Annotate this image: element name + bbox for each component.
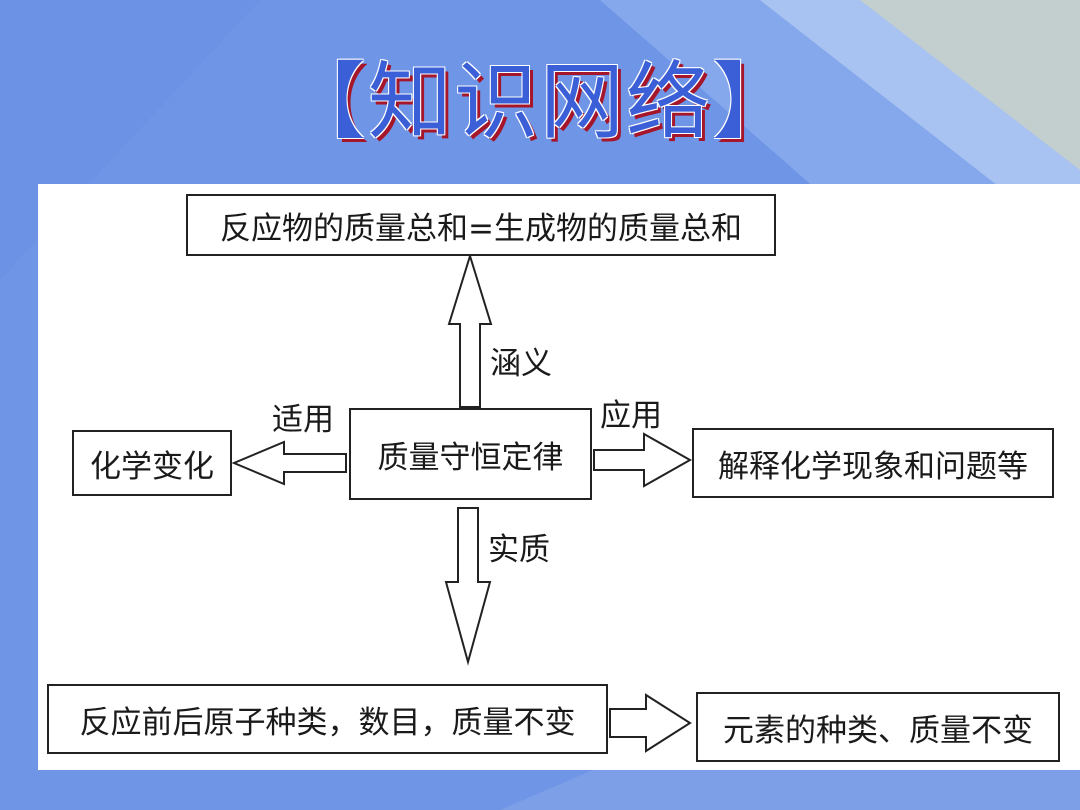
node-bottom-right-label: 元素的种类、质量不变 <box>723 712 1033 749</box>
node-bottom: 反应前后原子种类，数目，质量不变 <box>47 684 608 754</box>
arrow-layer <box>231 252 693 753</box>
node-left: 化学变化 <box>72 430 232 496</box>
edge-label-up: 涵义 <box>490 346 552 382</box>
concept-map-panel: 反应物的质量总和=生成物的质量总和 化学变化 质量守恒定律 解释化学现象和问题等… <box>38 184 1080 770</box>
edge-label-down: 实质 <box>488 532 550 568</box>
arrow-right <box>593 432 693 488</box>
node-center: 质量守恒定律 <box>349 408 592 500</box>
arrow-up <box>447 252 493 408</box>
node-top: 反应物的质量总和=生成物的质量总和 <box>186 194 776 256</box>
arrow-bottom-right <box>609 693 692 753</box>
edge-label-right: 应用 <box>600 398 662 434</box>
node-right-label: 解释化学现象和问题等 <box>718 448 1028 485</box>
arrow-left <box>231 440 347 486</box>
node-bottom-right: 元素的种类、质量不变 <box>696 692 1060 762</box>
node-bottom-label: 反应前后原子种类，数目，质量不变 <box>79 704 576 741</box>
node-right: 解释化学现象和问题等 <box>692 428 1054 498</box>
node-left-label: 化学变化 <box>90 448 214 485</box>
node-center-label: 质量守恒定律 <box>377 439 564 476</box>
node-top-label: 反应物的质量总和=生成物的质量总和 <box>220 210 742 247</box>
edge-label-left: 适用 <box>272 402 334 438</box>
page-title: 【知识网络】 <box>281 53 798 151</box>
arrow-down <box>444 507 492 666</box>
